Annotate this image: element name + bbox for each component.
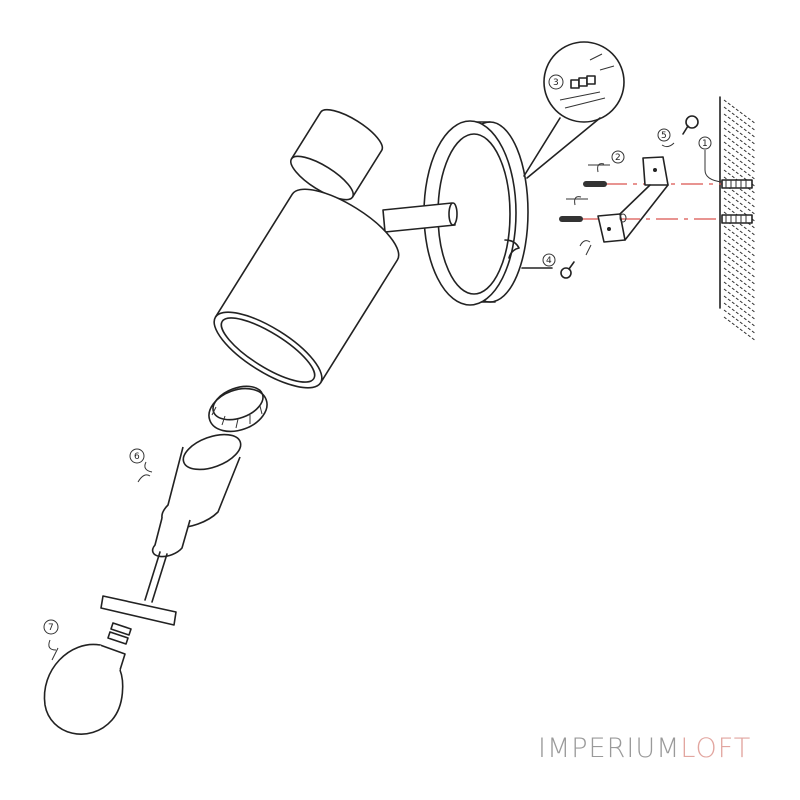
lamp-holder — [151, 433, 242, 558]
wall-hatch-line — [723, 232, 757, 258]
wall-hatch-line — [723, 134, 757, 160]
wall-hatch-line — [723, 253, 757, 279]
svg-text:1: 1 — [702, 139, 708, 149]
screw-upper — [583, 181, 607, 187]
svg-text:7: 7 — [48, 623, 54, 633]
step-label-6: 6 — [129, 448, 145, 464]
spotlight-shade — [213, 188, 400, 389]
terminal-detail-callout — [523, 41, 625, 179]
wall-hatch-line — [723, 197, 757, 223]
light-bulb — [43, 622, 132, 735]
svg-text:5: 5 — [661, 131, 667, 141]
wall-hatch-line — [723, 113, 757, 139]
wall-hatch-line — [723, 239, 757, 265]
svg-text:2: 2 — [615, 153, 621, 163]
wall-hatch-line — [723, 309, 757, 335]
step-label-4: 4 — [521, 253, 556, 269]
svg-text:6: 6 — [134, 452, 140, 462]
leader-line-1 — [704, 150, 723, 183]
wall-hatch-line — [723, 281, 757, 307]
wall-hatch-line — [723, 274, 757, 300]
cable-stem — [100, 551, 177, 626]
wall-hatch-line — [723, 295, 757, 321]
wall-hatch-line — [723, 246, 757, 272]
wall-hatch-line — [723, 120, 757, 146]
rotation-arrows — [48, 142, 675, 661]
joint-cylinder — [290, 108, 384, 201]
logo-text-accent: LOFT — [680, 733, 752, 764]
wall-hatch-line — [723, 127, 757, 153]
screw-lower — [559, 216, 583, 222]
wall-hatch-line — [723, 155, 757, 181]
wall-plug-lower — [721, 214, 753, 224]
wall-hatch-line — [723, 302, 757, 328]
wall-hatch-line — [723, 99, 757, 125]
step-label-3: 3 — [548, 74, 564, 90]
wall-hatch-line — [723, 190, 757, 216]
brand-logo: IMPERIUMLOFT — [538, 733, 751, 764]
screw-bracket-bottom — [560, 261, 575, 279]
wall-hatch-line — [723, 316, 757, 342]
screw-bracket-top — [682, 115, 699, 135]
threaded-ring — [208, 385, 268, 433]
wall-hatch-line — [723, 267, 757, 293]
step-label-1: 1 — [698, 136, 712, 150]
wall-hatch-line — [723, 225, 757, 251]
wall-hatch-line — [723, 260, 757, 286]
wall-hatch-line — [723, 148, 757, 174]
wall-plug-upper — [721, 179, 753, 189]
step-label-2: 2 — [611, 150, 625, 164]
swivel-arm — [382, 202, 458, 233]
ceiling-canopy — [423, 120, 529, 306]
drill-guide-lines — [580, 183, 722, 220]
wall-hatch-line — [723, 106, 757, 132]
step-label-7: 7 — [43, 619, 59, 635]
logo-text-primary: IMPERIUM — [538, 733, 681, 764]
svg-text:4: 4 — [546, 256, 552, 266]
mounting-bracket — [597, 156, 669, 243]
svg-text:3: 3 — [553, 78, 559, 88]
wall-hatch-line — [723, 288, 757, 314]
step-label-5: 5 — [657, 128, 671, 142]
wall-hatch-line — [723, 141, 757, 167]
wall-hatch-line — [723, 162, 757, 188]
